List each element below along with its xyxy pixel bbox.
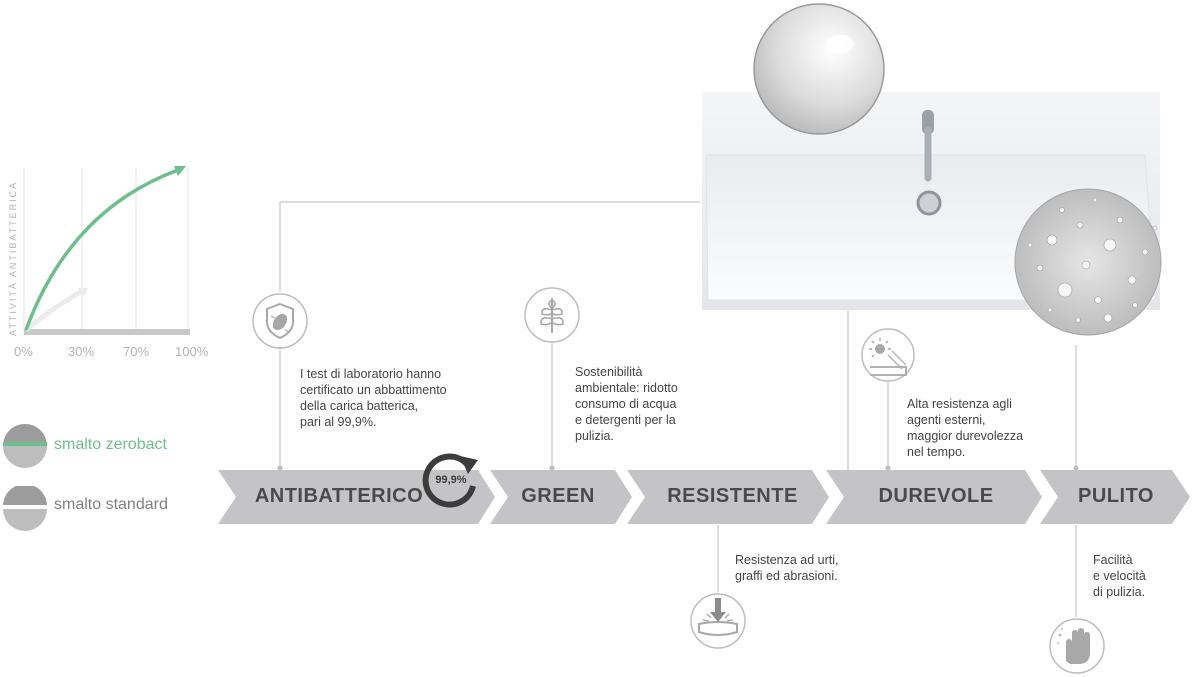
- chevron-durevole: [826, 470, 1042, 524]
- desc-durevole: Alta resistenza agli agenti esterni, mag…: [907, 397, 1024, 459]
- hand-wipe-icon: [1049, 618, 1105, 674]
- desc-pulito: Facilità e velocità di pulizia.: [1093, 553, 1146, 599]
- desc-antibatterico: I test di laboratorio hanno certificato …: [300, 367, 447, 429]
- sun-icon: [861, 328, 915, 382]
- washbasin-image: [702, 3, 1162, 336]
- legend-standard: smalto standard: [54, 496, 168, 513]
- step-label-durevole: DUREVOLE: [878, 485, 994, 507]
- chevron-green: [490, 470, 632, 524]
- badge-percentage: 99,9%: [435, 474, 467, 486]
- tick-100: 100%: [175, 344, 209, 359]
- standard-swatch-icon: [3, 486, 47, 531]
- step-label-antibatterico: ANTIBATTERICO: [254, 485, 424, 507]
- step-label-green: GREEN: [521, 485, 595, 507]
- standard-curve: [24, 287, 86, 332]
- zerobact-swatch-icon: [3, 424, 47, 468]
- step-label-pulito: PULITO: [1078, 485, 1154, 507]
- step-label-resistente: RESISTENTE: [667, 485, 798, 507]
- impact-arrow-icon: [690, 593, 746, 649]
- desc-resistente: Resistenza ad urti, graffi ed abrasioni.: [735, 553, 839, 583]
- zerobact-curve: [24, 168, 179, 331]
- leaf-icon: [524, 287, 580, 343]
- chart-baseline: [24, 329, 190, 335]
- desc-green: Sostenibilità ambientale: ridotto consum…: [575, 365, 678, 443]
- tick-0: 0%: [14, 344, 33, 359]
- refresh-arrow-icon: [422, 453, 478, 508]
- chevron-pulito: [1040, 470, 1190, 524]
- tick-30: 30%: [68, 344, 95, 359]
- shield-bacteria-icon: [252, 293, 308, 349]
- legend-zerobact: smalto zerobact: [54, 436, 167, 453]
- tick-70: 70%: [123, 344, 150, 359]
- chevron-resistente: [627, 470, 829, 524]
- antibacterial-chart: [23, 166, 190, 335]
